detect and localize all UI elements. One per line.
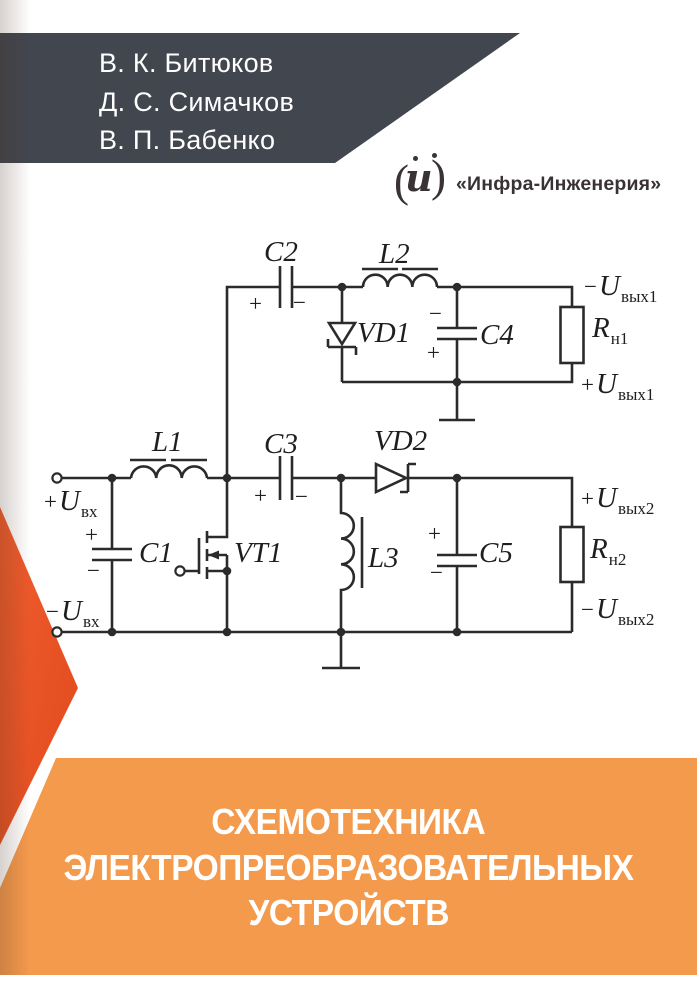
u-subscript: вых2 [617, 610, 655, 629]
c2-plus-mark: + [249, 291, 262, 316]
publisher-block: ( и ) «Инфра-Инженерия» [394, 150, 684, 210]
label-rn1: Rн1 [592, 313, 628, 354]
sign: + [44, 489, 57, 514]
c3-minus-mark: − [295, 484, 308, 509]
label-vt1: VT1 [234, 537, 283, 569]
junction-dots [107, 282, 462, 637]
logo-dot [413, 156, 418, 161]
c3-plus-mark: + [254, 483, 267, 508]
c5-minus-mark: − [430, 560, 443, 585]
sign: − [581, 597, 594, 622]
c4-plus-mark: + [427, 340, 440, 365]
title-line: УСТРОЙСТВ [248, 892, 449, 933]
capacitor-c4-symbol [437, 287, 477, 382]
label-vd1: VD1 [357, 317, 411, 349]
author-name: В. К. Битюков [99, 48, 274, 78]
inductor-l2-symbol [361, 267, 439, 288]
inductor-l1-symbol [129, 458, 209, 479]
c1-minus-mark: − [87, 558, 100, 583]
label-l2: L2 [379, 238, 410, 270]
book-title: СХЕМОТЕХНИКА ЭЛЕКТРОПРЕОБРАЗОВАТЕЛЬНЫХ У… [0, 799, 697, 936]
wire [225, 285, 574, 478]
label-vd2: VD2 [374, 425, 428, 457]
label-u-in-plus: +Uвх [44, 486, 97, 527]
u-symbol: U [595, 368, 617, 400]
r-symbol: R [592, 312, 610, 344]
diode-vd2-symbol [374, 461, 416, 495]
label-c3: C3 [264, 428, 298, 460]
u-symbol: U [595, 482, 617, 514]
capacitor-c3-symbol [278, 456, 294, 500]
author-banner-shape [0, 33, 520, 163]
author-block: В. К. Битюков Д. С. Симачков В. П. Бабен… [99, 44, 294, 160]
sign: + [581, 486, 594, 511]
label-u-in-minus: −Uвх [46, 596, 99, 637]
label-c5: C5 [479, 537, 513, 569]
c4-minus-mark: − [429, 301, 442, 326]
logo-letter: и [405, 155, 433, 200]
input-terminal-plus [51, 472, 63, 484]
title-line: ЭЛЕКТРОПРЕОБРАЗОВАТЕЛЬНЫХ [63, 846, 634, 888]
r-subscript: н2 [608, 550, 627, 569]
sign: − [584, 274, 597, 299]
u-symbol: U [598, 270, 620, 302]
u-subscript: вых2 [617, 499, 655, 518]
title-band-shape [0, 758, 697, 975]
label-c2: C2 [264, 236, 298, 268]
u-subscript: вх [80, 502, 98, 521]
c2-minus-mark: − [293, 290, 306, 315]
capacitor-c5-symbol [437, 478, 477, 632]
capacitor-c2-symbol [278, 266, 294, 308]
inductor-l3-symbol [339, 478, 364, 632]
label-c1: C1 [139, 537, 173, 569]
capacitor-c1-symbol [92, 478, 132, 632]
sign: + [581, 372, 594, 397]
circuit-diagram [51, 266, 585, 670]
publisher-name: «Инфра-Инженерия» [456, 173, 662, 195]
input-terminal-minus [51, 626, 63, 638]
resistor-rn1-symbol [559, 305, 585, 365]
label-c4: C4 [480, 319, 514, 351]
logo-paren-close: ) [431, 151, 446, 201]
c1-plus-mark: + [85, 522, 98, 547]
mosfet-vt1-symbol [174, 478, 229, 632]
publisher-logo-icon: ( и ) [394, 152, 450, 208]
gate-terminal [174, 565, 186, 577]
u-subscript: вых1 [617, 385, 655, 404]
author-name: В. П. Бабенко [99, 125, 276, 155]
orange-wedge-shape [0, 507, 78, 845]
label-u-out2-minus: −Uвых2 [581, 594, 654, 635]
c5-plus-mark: + [428, 521, 441, 546]
title-line: СХЕМОТЕХНИКА [211, 801, 486, 842]
label-u-out1-minus: −Uвых1 [584, 271, 657, 312]
u-symbol: U [58, 485, 80, 517]
wire [61, 476, 574, 634]
u-symbol: U [595, 593, 617, 625]
ground-symbol-lower [322, 632, 360, 670]
author-name: Д. С. Симачков [99, 86, 295, 117]
r-symbol: R [590, 533, 608, 565]
label-l1: L1 [152, 426, 183, 458]
diode-vd1-symbol [326, 287, 358, 382]
u-subscript: вых1 [620, 287, 658, 306]
logo-dot [432, 153, 437, 158]
r-subscript: н1 [610, 329, 629, 348]
sign: − [46, 599, 59, 624]
label-u-out2-plus: +Uвых2 [581, 483, 654, 524]
u-symbol: U [60, 595, 82, 627]
label-u-out1-plus: +Uвых1 [581, 369, 654, 410]
logo-paren-open: ( [394, 156, 409, 206]
ground-symbol-upper [439, 382, 475, 422]
resistor-rn2-symbol [559, 525, 585, 584]
u-subscript: вх [82, 612, 100, 631]
label-l3: L3 [368, 542, 399, 574]
label-rn2: Rн2 [590, 534, 626, 575]
